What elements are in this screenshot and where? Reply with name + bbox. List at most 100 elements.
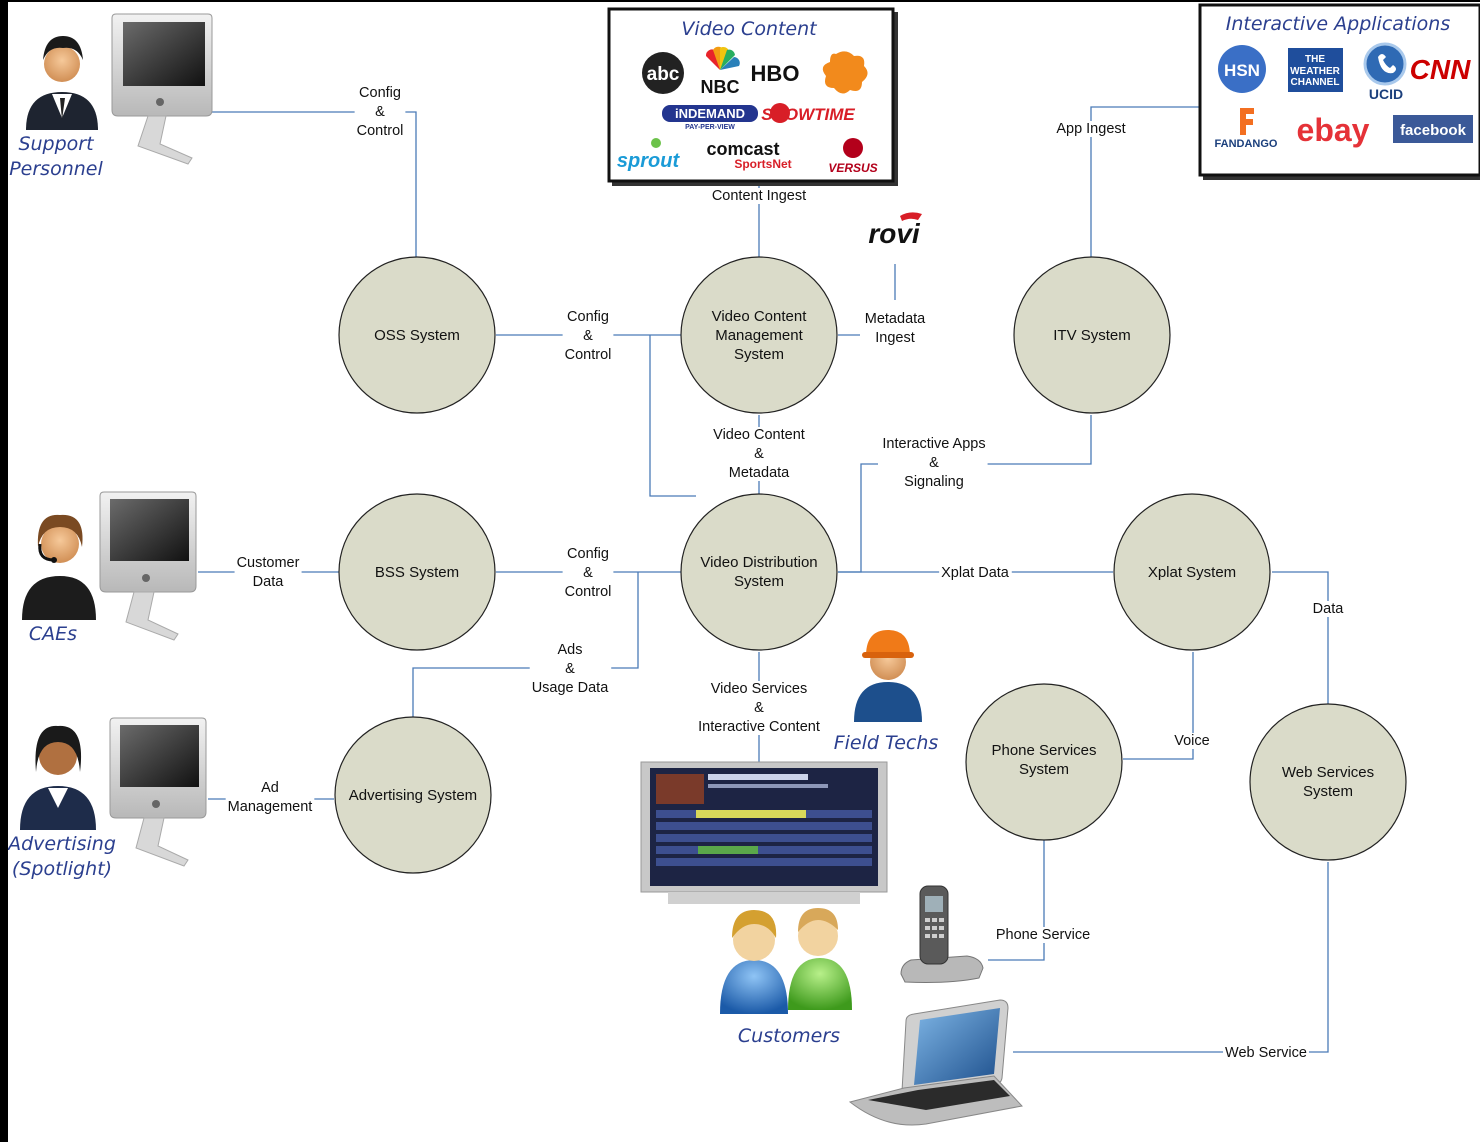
svg-text:iNDEMAND: iNDEMAND [675,106,745,121]
label-line: Config [567,546,609,562]
label-line: Management [228,799,313,815]
svg-text:rovi: rovi [868,218,921,249]
svg-text:sprout: sprout [617,150,681,172]
label-line: Customers [738,1025,840,1047]
bss-label: BSS System [375,564,459,581]
rovi-logo: rovi [868,212,922,249]
construction-worker-icon [854,630,922,722]
caes-label: CAEs [29,623,77,645]
edge-phone-service: Phone Service [996,927,1090,943]
edge-bss-vds: Config&Control [565,546,612,600]
edge-video-services: Video Services&Interactive Content [698,681,820,735]
computer-monitor-icon [99,491,197,641]
web-services-node[interactable] [1249,703,1407,861]
edge-oss-vcms: Config&Control [565,309,612,363]
label-line: Metadata [729,465,790,481]
svg-text:HSN: HSN [1224,61,1260,80]
itv-system-node[interactable] [1013,256,1171,414]
label-backing [880,436,988,490]
label-backing [993,927,1093,943]
ebay-logo: ebay [1297,112,1370,148]
label-line: Xplat System [1148,564,1236,581]
label-line: Field Techs [834,732,939,754]
versus-logo: VERSUS [828,138,878,175]
label-line: Metadata [865,311,926,327]
svg-text:comcast: comcast [706,139,779,159]
label-line: Ingest [875,330,915,346]
field-techs-actor[interactable]: Field Techs [834,630,939,754]
line-itv-app [1090,106,1200,257]
facebook-logo: facebook [1393,115,1473,143]
label-line: System [1303,783,1353,800]
label-line: CAEs [29,623,77,645]
advertising-spotlight-actor[interactable]: Advertising (Spotlight) [8,717,207,880]
caes-actor[interactable]: CAEs [22,491,197,645]
label-line: Control [357,123,404,139]
label-line: Personnel [9,158,103,180]
headset-person-icon [22,514,96,620]
svg-text:WEATHER: WEATHER [1290,66,1341,77]
label-line: System [1019,761,1069,778]
label-line: Interactive Content [698,719,820,735]
label-line: Phone Services [991,742,1096,759]
svg-text:SHOWTIME: SHOWTIME [761,105,855,124]
svg-text:PAY-PER-VIEW: PAY-PER-VIEW [685,124,735,131]
label-line: ITV System [1053,327,1131,344]
label-line: Video Distribution [700,554,817,571]
label-line: App Ingest [1056,121,1125,137]
label-backing [711,427,807,481]
svg-text:NBC: NBC [701,77,740,97]
label-line: Control [565,347,612,363]
label-backing [1223,1045,1309,1061]
label-backing [709,188,809,204]
customers-actor[interactable]: Customers [720,908,852,1047]
line-vcms-vds-left [649,335,696,497]
label-backing [696,681,822,735]
weather-channel-logo: THE WEATHER CHANNEL [1288,48,1343,92]
phone-services-node[interactable] [965,683,1123,841]
showtime-logo: SHOWTIME [761,103,855,124]
label-backing [225,780,315,815]
label-line: (Spotlight) [12,858,112,880]
svg-text:FANDANGO: FANDANGO [1215,138,1278,150]
vcms-node[interactable] [680,256,838,414]
advertising-system-node[interactable] [334,716,492,874]
label-line: Advertising [8,833,116,855]
oss-system-node[interactable] [338,256,496,414]
label-backing [562,546,614,600]
line-web-service [1013,862,1329,1053]
line-interactive-vds [838,463,878,573]
businesswoman-icon [20,725,96,830]
svg-text:UCID: UCID [1369,86,1403,102]
label-line: Interactive Apps [882,436,985,452]
label-backing [1172,733,1212,749]
bss-system-node[interactable] [338,493,496,651]
xplat-system-node[interactable] [1113,493,1271,651]
label-line: & [754,700,764,716]
computer-monitor-icon [109,717,207,867]
cnn-logo: CNN [1410,54,1471,85]
label-backing [939,565,1012,581]
svg-text:SportsNet: SportsNet [734,157,791,171]
advertising-label: Advertising System [349,787,477,804]
edge-content-ingest: Content Ingest [712,188,806,204]
svg-text:THE: THE [1305,54,1325,65]
svg-text:abc: abc [647,64,680,85]
label-line: Config [567,309,609,325]
vds-node[interactable] [680,493,838,651]
label-line: Ad [261,780,279,796]
video-content-title: Video Content [681,18,818,40]
ucid-logo: UCID [1363,42,1407,102]
hsn-logo: HSN [1218,45,1266,93]
line-phone-service [988,840,1045,961]
label-line: & [754,446,764,462]
